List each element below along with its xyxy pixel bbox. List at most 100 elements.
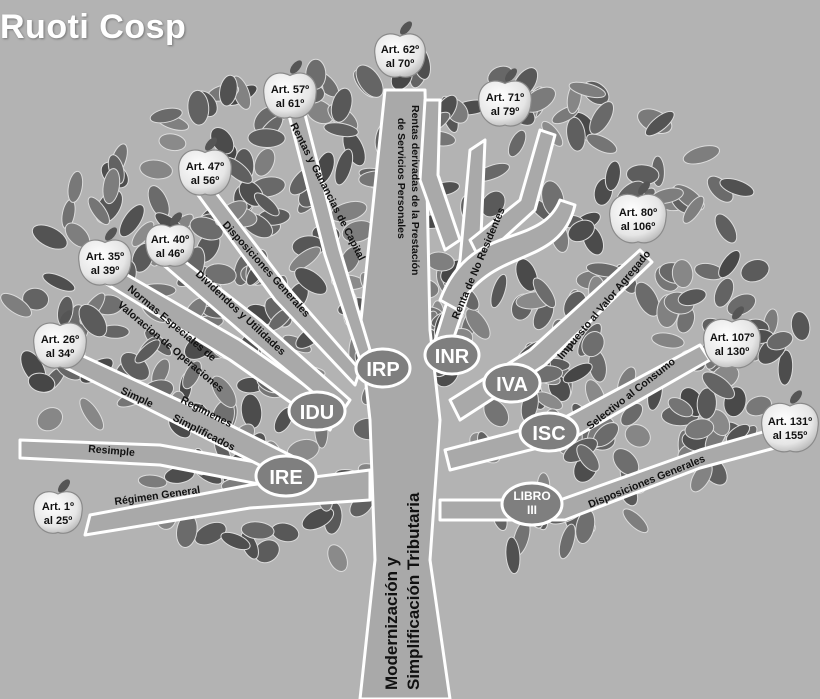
- apple-article-end: al 39º: [91, 265, 119, 277]
- label-resimple: Resimple: [88, 443, 136, 459]
- apple-icon: [33, 491, 83, 534]
- apple-article-end: al 155º: [773, 430, 808, 442]
- apple-article-end: al 130º: [715, 346, 750, 358]
- apple-leaf-icon: [732, 306, 744, 320]
- tree-trunk: [358, 88, 452, 699]
- leaf-icon: [718, 250, 741, 279]
- leaf-icon: [586, 133, 618, 154]
- label-servicios-1: Rentas derivadas de la Prestación: [409, 105, 421, 275]
- node-inr-label: INR: [435, 346, 470, 368]
- leaf-icon: [253, 148, 276, 177]
- leaf-icon: [490, 273, 508, 309]
- apple-icon: [609, 193, 667, 244]
- apple-article-end: al 25º: [44, 515, 72, 527]
- apple-leaf-icon: [505, 68, 517, 82]
- apple-leaf-icon: [105, 227, 117, 241]
- leaf-icon: [567, 219, 595, 243]
- apple-article-end: al 79º: [491, 106, 519, 118]
- leaf-icon: [726, 293, 757, 316]
- leaf-icon: [139, 159, 173, 180]
- leaf-icon: [323, 122, 359, 138]
- label-libro3: Disposiciones Generales: [587, 453, 707, 511]
- tree-branches: [18, 88, 777, 699]
- leaf-icon: [684, 418, 715, 440]
- apple-icon: [374, 33, 426, 78]
- apple-icon: [263, 72, 317, 119]
- apple-article-start: Art. 80º: [619, 207, 657, 219]
- leaf-icon: [22, 287, 50, 311]
- leaf-icon: [240, 521, 275, 540]
- leaf-icon: [562, 362, 593, 384]
- leaf-icon: [219, 74, 238, 107]
- apple-article-start: Art. 62º: [381, 44, 419, 56]
- leaf-icon: [790, 311, 811, 341]
- apple-leaf-icon: [638, 181, 650, 195]
- leaf-icon: [766, 331, 794, 351]
- apple-icon: [703, 318, 761, 369]
- leaf-icon: [67, 170, 84, 203]
- leaf-icon: [581, 331, 605, 358]
- leaf-icon: [36, 407, 64, 432]
- leaf-icon: [79, 397, 105, 431]
- leaf-icon: [211, 375, 237, 408]
- leaf-icon: [288, 246, 322, 273]
- leaf-icon: [682, 145, 721, 165]
- apple-article-end: al 61º: [276, 98, 304, 110]
- apple-art-80[interactable]: Art. 80º al 106º: [609, 179, 667, 244]
- node-ire[interactable]: IRE: [254, 454, 318, 498]
- leaf-icon: [568, 81, 606, 99]
- leaf-icon: [740, 259, 770, 283]
- leaf-icon: [0, 292, 32, 318]
- leaf-icon: [644, 110, 675, 137]
- leaf-icon: [102, 168, 121, 205]
- apple-icon: [78, 239, 132, 286]
- leaf-icon: [701, 371, 735, 400]
- leaf-icon: [777, 349, 794, 386]
- leaf-icon: [667, 397, 694, 418]
- leaf-icon: [589, 101, 615, 135]
- leaf-icon: [204, 263, 237, 286]
- leaf-icon: [78, 303, 108, 338]
- apple-article-start: Art. 57º: [271, 84, 309, 96]
- node-inr[interactable]: INR: [423, 334, 481, 376]
- node-libro-3-label-2: III: [527, 503, 537, 517]
- header-title: Ruoti Cosp: [0, 8, 187, 46]
- node-libro-3[interactable]: LIBRO III: [500, 481, 564, 527]
- leaf-icon: [189, 216, 224, 241]
- apple-art-57[interactable]: Art. 57º al 61º: [263, 58, 317, 119]
- leaf-icon: [327, 544, 348, 572]
- node-irp-label: IRP: [366, 359, 399, 381]
- leaf-icon: [507, 129, 527, 158]
- node-iva[interactable]: IVA: [482, 362, 542, 404]
- leaf-icon: [194, 521, 227, 546]
- leaf-icon: [119, 204, 145, 238]
- leaf-icon: [220, 531, 251, 551]
- leaf-icon: [505, 536, 521, 575]
- node-irp[interactable]: IRP: [354, 347, 412, 389]
- node-iva-label: IVA: [496, 374, 528, 396]
- apple-article-end: al 106º: [621, 221, 656, 233]
- apple-leaf-icon: [205, 137, 217, 151]
- node-idu[interactable]: IDU: [287, 390, 347, 432]
- apple-icon: [33, 322, 87, 369]
- leaf-icon: [334, 148, 354, 186]
- leaf-icon: [247, 128, 286, 149]
- leaf-icon: [713, 277, 735, 308]
- node-isc[interactable]: ISC: [518, 411, 580, 453]
- apple-article-start: Art. 47º: [186, 161, 224, 173]
- label-servicios-2: de Servicios Personales: [395, 118, 407, 239]
- apple-leaf-icon: [170, 212, 182, 226]
- trunk-line-2: Simplificación Tributaria: [404, 492, 423, 690]
- leaf-icon: [187, 89, 210, 126]
- apple-leaf-icon: [58, 479, 70, 493]
